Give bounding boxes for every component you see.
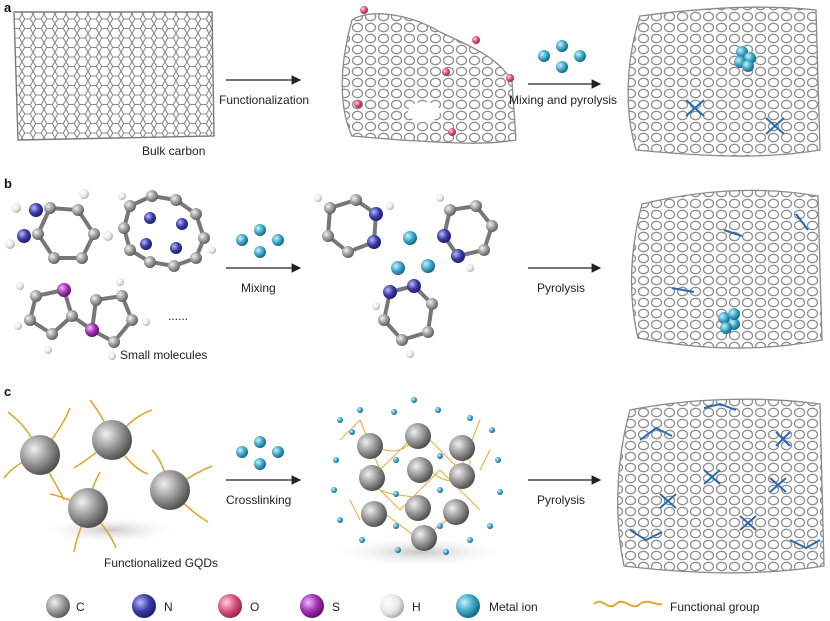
bulk-carbon-sheet xyxy=(13,11,215,141)
functionalized-fragment xyxy=(341,6,517,144)
legend: C N O S H Metal ion Functional group xyxy=(46,594,760,618)
nitrogen-atom-icon xyxy=(132,594,156,618)
metal-n4-site xyxy=(685,99,785,135)
molecule-diamine xyxy=(5,189,113,264)
molecule-bithiophene xyxy=(14,278,150,360)
functional-group-icon xyxy=(593,600,663,608)
legend-item-n: N xyxy=(132,594,173,618)
functionalized-gqds xyxy=(3,399,213,553)
oxygen-groups xyxy=(354,6,514,136)
product-sheet-c xyxy=(617,398,825,574)
mixed-molecules xyxy=(314,194,498,358)
hydrogen-atom-icon xyxy=(380,594,404,618)
legend-label-c: C xyxy=(76,600,85,614)
ellipsis-label: ...... xyxy=(168,309,188,323)
legend-label-h: H xyxy=(412,600,421,614)
mixing-label: Mixing xyxy=(241,281,276,295)
legend-label-n: N xyxy=(164,600,173,614)
pyrolysis-label-b: Pyrolysis xyxy=(537,281,585,295)
legend-item-functional: Functional group xyxy=(593,600,760,614)
legend-label-metal: Metal ion xyxy=(489,600,538,614)
network-gqds xyxy=(357,423,475,551)
panel-label-a: a xyxy=(4,0,12,15)
crosslinked-network xyxy=(330,397,510,568)
mixing-pyrolysis-label: Mixing and pyrolysis xyxy=(509,93,617,107)
gqds-label: Functionalized GQDs xyxy=(104,556,218,570)
panel-label-b: b xyxy=(4,176,12,191)
carbon-atom-icon xyxy=(46,594,70,618)
legend-item-s: S xyxy=(300,594,340,618)
pyrolysis-label-c: Pyrolysis xyxy=(537,493,585,507)
metal-ions-c xyxy=(236,436,284,470)
legend-item-h: H xyxy=(380,594,421,618)
metal-ions-b xyxy=(236,224,284,258)
oxygen-atom-icon xyxy=(218,594,242,618)
product-sheet-a xyxy=(627,6,821,157)
legend-item-o: O xyxy=(218,594,259,618)
legend-label-functional: Functional group xyxy=(670,600,760,614)
metal-ions-a xyxy=(538,40,586,73)
metal-cluster-a xyxy=(734,46,756,72)
functionalization-label: Functionalization xyxy=(219,93,309,107)
molecule-porphyrin xyxy=(118,190,216,272)
panel-c: c Functionalized GQDs Crosslinking xyxy=(3,384,825,574)
legend-label-o: O xyxy=(250,600,259,614)
panel-b: b xyxy=(4,176,823,362)
metal-ion-icon xyxy=(456,594,480,618)
sulfur-atom-icon xyxy=(300,594,324,618)
panel-a: a Bulk carbon Functionalization xyxy=(4,0,821,158)
panel-label-c: c xyxy=(4,384,11,399)
metal-cluster-b xyxy=(718,308,740,334)
legend-item-c: C xyxy=(46,594,85,618)
small-molecules-label: Small molecules xyxy=(120,348,207,362)
legend-item-metal: Metal ion xyxy=(456,594,538,618)
network-metal-ions xyxy=(331,397,503,555)
product-sheet-b xyxy=(630,189,823,349)
crosslinking-label: Crosslinking xyxy=(226,493,291,507)
legend-label-s: S xyxy=(332,600,340,614)
bulk-carbon-label: Bulk carbon xyxy=(142,144,205,158)
